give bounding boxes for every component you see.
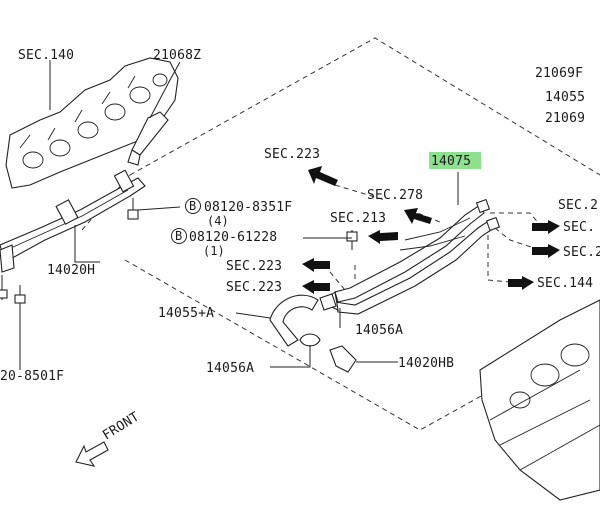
arrow-sec223-low <box>302 280 330 294</box>
label-sec140: SEC.140 <box>18 48 74 63</box>
b-marker-1-text: B <box>189 199 196 213</box>
label-sec278: SEC.278 <box>367 188 423 203</box>
label-21068z: 21068Z <box>153 48 201 63</box>
hose-14055a <box>269 294 319 347</box>
clamp-14056a-lower <box>299 333 321 347</box>
b-marker-2-icon: B <box>171 228 187 244</box>
label-sec213: SEC.213 <box>330 211 386 226</box>
leader-lines <box>19 60 541 370</box>
label-front: FRONT <box>100 409 142 443</box>
label-sec-right1: SEC.2 <box>558 198 598 213</box>
bolt-08120-8351f <box>127 198 181 220</box>
label-14056a-right: 14056A <box>355 323 403 338</box>
label-sec144: SEC.144 <box>537 276 593 291</box>
bolt-08120-61228 <box>346 230 358 250</box>
arrow-sec223-mid <box>302 258 330 272</box>
b-marker-1-icon: B <box>185 198 201 214</box>
label-21069: 21069 <box>545 111 585 126</box>
heater-pipe-14020h <box>0 169 146 273</box>
label-bolt1-code: 08120-8351F <box>204 200 292 215</box>
label-bolt3-code: 20-8501F <box>0 369 64 384</box>
b-marker-2-text: B <box>175 229 182 243</box>
intake-manifold-gasket <box>5 57 179 189</box>
arrow-sec144 <box>508 276 534 290</box>
label-14056a-left: 14056A <box>206 361 254 376</box>
label-sec-right2: SEC. <box>563 220 595 235</box>
arrow-sec213 <box>368 230 398 244</box>
label-14020h: 14020H <box>47 263 95 278</box>
bolt-left-1 <box>0 275 8 300</box>
arrow-sec-right1 <box>532 220 560 234</box>
label-21069f: 21069F <box>535 66 583 81</box>
label-sec-right3: SEC.2 <box>563 245 600 260</box>
arrow-sec-right2 <box>532 244 560 258</box>
label-bolt1-qty: (4) <box>207 214 229 228</box>
label-14020hb: 14020HB <box>398 356 454 371</box>
engine-block <box>479 299 600 501</box>
part-highlight <box>429 152 481 169</box>
elbow-14020hb <box>329 345 357 373</box>
label-14075: 14075 <box>431 154 471 169</box>
clamp-14056a-upper <box>319 293 337 311</box>
bolt-left-2 <box>14 285 26 305</box>
label-bolt2-code: 08120-61228 <box>189 230 277 245</box>
label-sec223-low: SEC.223 <box>226 280 282 295</box>
label-sec223-top: SEC.223 <box>264 147 320 162</box>
front-arrow-icon <box>75 441 109 467</box>
label-14055: 14055 <box>545 90 585 105</box>
label-bolt2-qty: (1) <box>203 244 225 258</box>
arrow-sec223-top <box>308 166 338 186</box>
sensor-21068z <box>127 111 169 166</box>
label-sec223-mid: SEC.223 <box>226 259 282 274</box>
label-14055a: 14055+A <box>158 306 214 321</box>
arrow-sec278 <box>404 208 432 224</box>
